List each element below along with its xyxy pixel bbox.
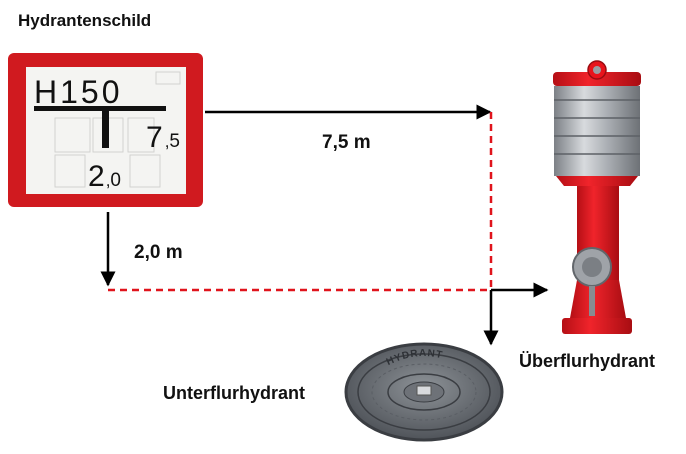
sign-title: Hydrantenschild [18,11,152,30]
sign-type-diameter: H150 [34,74,123,110]
sign-down-distance: 2,0 [88,160,121,193]
underground-hydrant-label: Unterflurhydrant [163,383,306,403]
manhole-cover-icon: HYDRANT [344,342,504,442]
sign-t-bar-horizontal [34,106,166,111]
vertical-distance-label: 2,0 m [134,242,183,263]
overground-hydrant-icon [553,60,641,334]
sign-right-distance: 7,5 [146,121,180,154]
hydrant-sign-icon: H150 7,5 2,0 [8,53,203,207]
overground-hydrant-label: Überflurhydrant [519,351,656,371]
sign-t-bar-vertical [102,106,109,148]
horizontal-distance-label: 7,5 m [322,132,371,153]
sign-panel-grid [54,71,181,188]
